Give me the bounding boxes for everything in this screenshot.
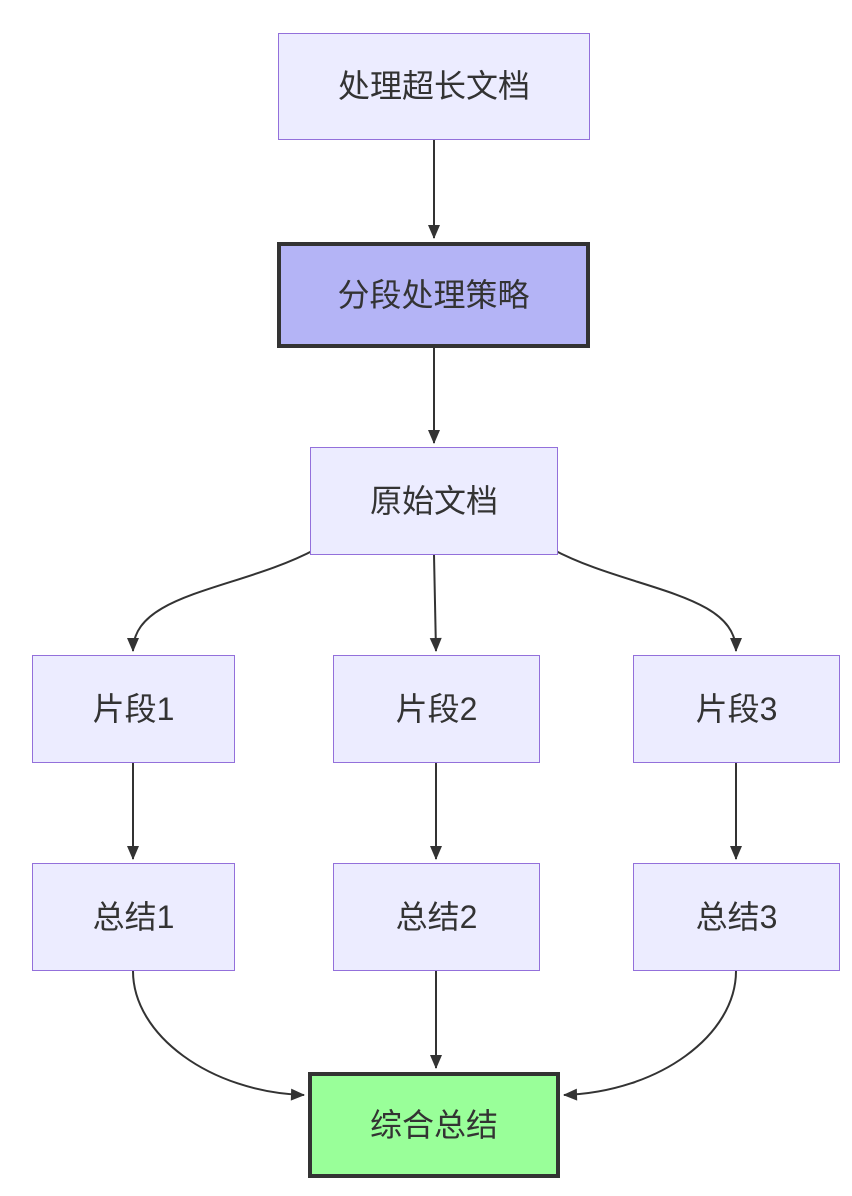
node-fragment-3: 片段3	[633, 655, 840, 763]
edge-original-to-fragment3	[551, 548, 742, 652]
node-summary-2: 总结2	[333, 863, 540, 971]
node-final-summary: 综合总结	[308, 1072, 560, 1178]
node-process-long-doc: 处理超长文档	[278, 33, 590, 140]
node-segmentation-strategy: 分段处理策略	[277, 242, 590, 348]
node-fragment-2: 片段2	[333, 655, 540, 763]
edge-summary3-to-final	[563, 970, 737, 1101]
edge-original-to-fragment1	[127, 548, 317, 652]
node-fragment-1: 片段1	[32, 655, 235, 763]
edge-summary1-to-final	[132, 970, 305, 1101]
node-summary-1: 总结1	[32, 863, 235, 971]
edge-original-to-fragment2	[429, 554, 442, 652]
node-summary-3: 总结3	[633, 863, 840, 971]
node-original-document: 原始文档	[310, 447, 558, 555]
